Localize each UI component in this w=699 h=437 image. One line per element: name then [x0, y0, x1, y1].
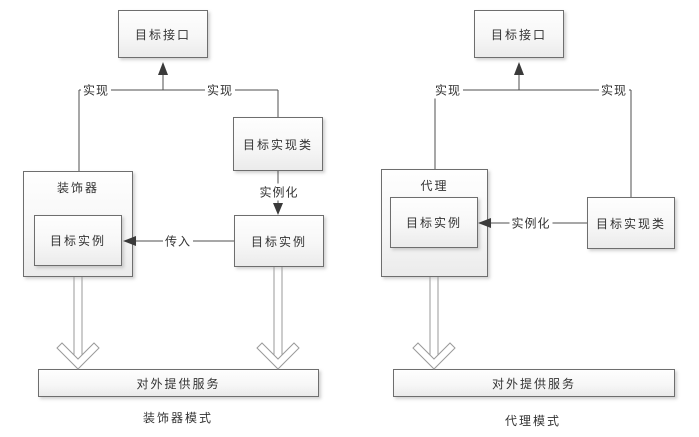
- decorator-pass-in-label: 传入: [162, 232, 194, 250]
- proxy-impl-class-box: 目标实现类: [587, 197, 675, 249]
- decorator-instantiate-label: 实例化: [257, 183, 301, 201]
- hollow-arrow: [256, 267, 300, 370]
- up-arrowhead-icon: [514, 62, 524, 75]
- decorator-outer-instance-box: 目标实例: [234, 215, 324, 267]
- decorator-impl-class-box: 目标实现类: [233, 117, 323, 171]
- proxy-caption: 代理模式: [504, 414, 562, 428]
- hollow-arrow: [56, 277, 100, 370]
- down-arrowhead-icon: [273, 203, 283, 215]
- proxy-inner-instance-box: 目标实例: [390, 197, 478, 248]
- proxy-implement-right-label: 实现: [598, 81, 630, 99]
- decorator-service-box: 对外提供服务: [38, 369, 319, 397]
- decorator-implement-left-label: 实现: [80, 81, 112, 99]
- up-arrowhead-icon: [158, 62, 168, 75]
- decorator-container-label: 装饰器: [56, 181, 99, 195]
- proxy-container-label: 代理: [420, 179, 449, 193]
- decorator-caption: 装饰器模式: [142, 411, 214, 425]
- decorator-inner-instance-box: 目标实例: [34, 215, 122, 266]
- decorator-implement-right-label: 实现: [204, 81, 236, 99]
- proxy-instantiate-label: 实例化: [509, 214, 553, 232]
- proxy-implement-left-label: 实现: [432, 81, 464, 99]
- proxy-interface-box: 目标接口: [474, 10, 564, 58]
- decorator-interface-box: 目标接口: [118, 10, 208, 58]
- proxy-service-box: 对外提供服务: [393, 369, 675, 397]
- hollow-arrow: [412, 277, 456, 370]
